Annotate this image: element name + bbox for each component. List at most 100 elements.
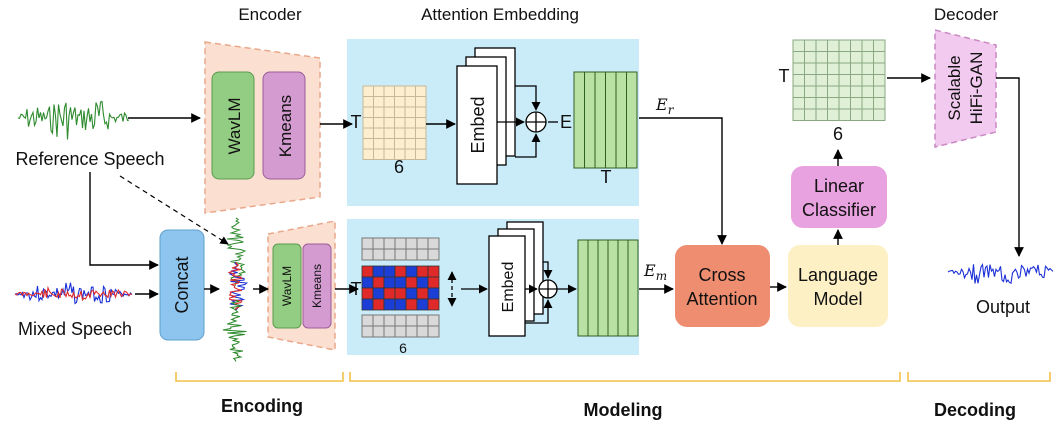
token-cell-colored — [383, 265, 396, 278]
token-cell — [792, 97, 805, 110]
modeling-label: Modeling — [584, 400, 663, 420]
token-cell — [362, 138, 374, 150]
token-cell — [815, 85, 828, 98]
embedding-column — [573, 71, 585, 169]
token-cell-colored — [427, 298, 440, 311]
token-cell-colored — [394, 287, 407, 300]
token-cell — [373, 138, 385, 150]
token-cell-colored — [361, 287, 374, 300]
wavlm-label: WavLM — [225, 98, 244, 155]
token-cell — [373, 117, 385, 129]
token-cell — [362, 96, 374, 108]
token-cell — [792, 51, 805, 64]
attention-embedding-heading: Attention Embedding — [421, 5, 579, 24]
token-cell — [373, 85, 385, 97]
token-cell-colored — [427, 276, 440, 289]
token-cell — [373, 96, 385, 108]
token-cell-colored — [394, 276, 407, 289]
token-cell-colored — [394, 265, 407, 278]
token-cell-grey — [361, 237, 374, 250]
token-cell — [404, 96, 416, 108]
token-cell — [850, 62, 863, 75]
token-cell-colored — [372, 276, 385, 289]
embed-label-top: Embed — [468, 96, 488, 153]
mixed-waveform — [14, 282, 133, 305]
e-label: E — [560, 112, 572, 132]
wavlm-block-small — [272, 243, 302, 329]
decoder-heading: Decoder — [934, 5, 999, 24]
token-cell — [850, 85, 863, 98]
arrow-decoder-to-output — [996, 77, 1024, 257]
token-cell-colored — [427, 265, 440, 278]
token-cell-colored — [361, 298, 374, 311]
embedding-column — [597, 239, 609, 337]
token-cell — [873, 39, 886, 52]
token-cell-colored — [383, 276, 396, 289]
token-cell — [861, 85, 874, 98]
token-cell-colored — [427, 287, 440, 300]
token-cell — [804, 85, 817, 98]
token-cell — [394, 127, 406, 139]
token-cell-colored — [416, 265, 429, 278]
waveform-trace-red — [14, 285, 133, 302]
token-cell — [850, 97, 863, 110]
linear-classifier-block — [791, 166, 887, 228]
token-cell — [838, 108, 851, 121]
concat-block — [159, 229, 205, 341]
token-cell-colored — [405, 298, 418, 311]
token-cell — [383, 127, 395, 139]
token-cell — [850, 51, 863, 64]
concat-waveform — [222, 217, 249, 362]
token-cell — [792, 74, 805, 87]
token-cell-grey — [394, 237, 407, 250]
waveform-trace — [947, 262, 1054, 285]
arrow-er-to-cross — [639, 117, 727, 245]
token-cell-grey — [416, 248, 429, 261]
er-label: Er — [655, 95, 675, 117]
token-cell — [415, 148, 427, 160]
token-cell-colored — [416, 276, 429, 289]
embed-layer-1-bottom — [488, 235, 526, 337]
token-cell-colored — [361, 265, 374, 278]
token-cell-colored — [405, 276, 418, 289]
token-cell-grey — [361, 325, 374, 338]
token-cell — [815, 74, 828, 87]
token-cell — [827, 108, 840, 121]
waveform-trace-green — [222, 299, 247, 362]
kmeans-block-small — [302, 243, 332, 329]
token-cell — [804, 74, 817, 87]
waveform-trace-red — [227, 261, 243, 311]
embed-layer-1 — [456, 65, 498, 185]
token-cell — [861, 97, 874, 110]
token-cell — [404, 117, 416, 129]
token-cell-grey — [416, 237, 429, 250]
token-cell — [804, 39, 817, 52]
cross-attention-label-1: Cross — [698, 265, 745, 285]
token-cell-grey — [405, 325, 418, 338]
token-cell — [838, 62, 851, 75]
token-cell — [861, 39, 874, 52]
embedding-column — [626, 71, 638, 169]
token-cell — [394, 85, 406, 97]
mixed-speech-label: Mixed Speech — [18, 319, 132, 339]
embedding-column — [605, 71, 617, 169]
token-cell — [415, 117, 427, 129]
cross-attention-block — [675, 245, 770, 327]
token-grid-top — [362, 85, 427, 160]
token-cell — [838, 51, 851, 64]
token-cell — [792, 108, 805, 121]
token-cell — [383, 138, 395, 150]
t-label-embedding: T — [601, 167, 612, 187]
token-cell-grey — [416, 325, 429, 338]
embedding-column — [587, 239, 599, 337]
token-cell-colored — [394, 298, 407, 311]
modeling-bracket — [349, 372, 901, 382]
token-grid-bottom — [361, 237, 440, 338]
token-cell-colored — [405, 287, 418, 300]
token-cell-grey — [394, 248, 407, 261]
output-waveform — [947, 262, 1054, 285]
token-cell-grey — [361, 314, 374, 327]
token-cell — [838, 74, 851, 87]
token-cell — [373, 106, 385, 118]
token-cell — [415, 106, 427, 118]
